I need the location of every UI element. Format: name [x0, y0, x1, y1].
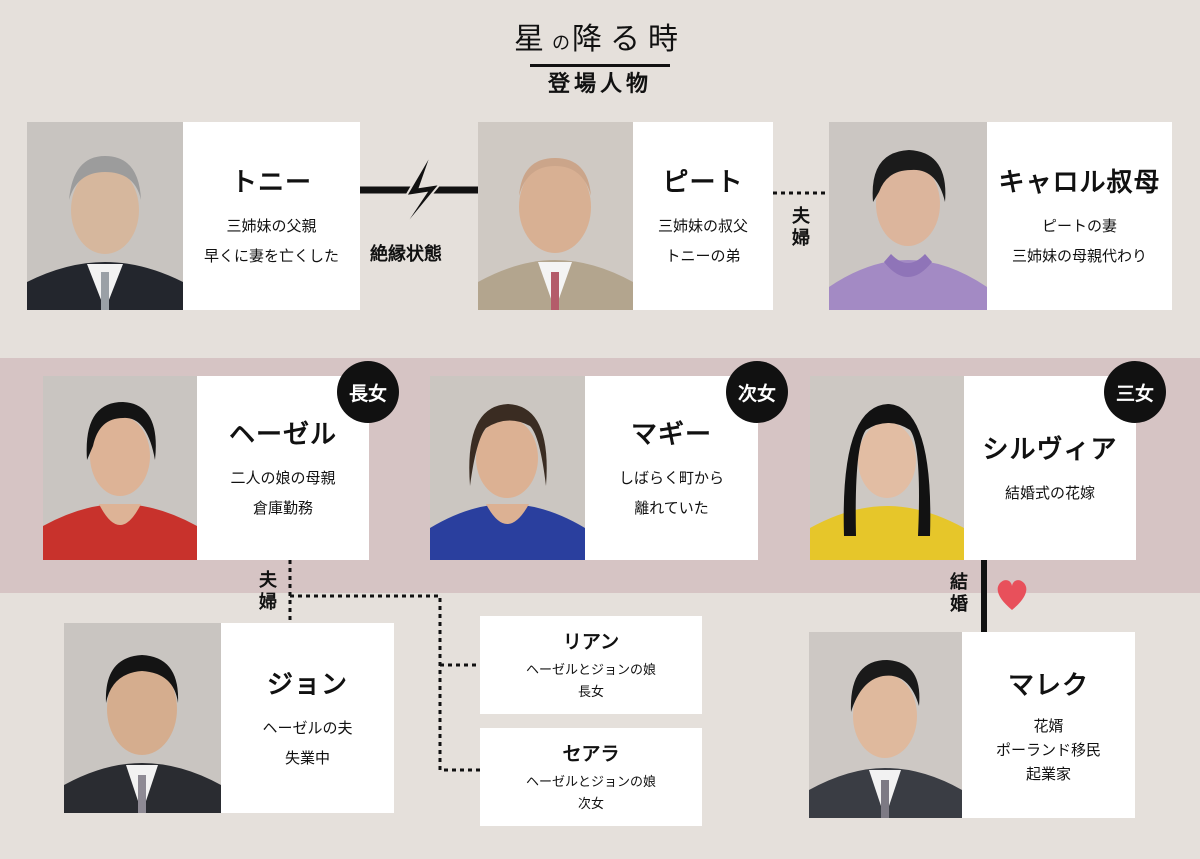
birth-order-badge: 次女	[726, 361, 788, 423]
character-name: キャロル叔母	[998, 167, 1161, 198]
estranged-label: 絶縁状態	[370, 244, 442, 265]
portrait-hazel	[43, 376, 197, 560]
character-card-hazel[interactable]: ヘーゼル 二人の娘の母親 倉庫勤務 長女	[43, 361, 399, 560]
birth-order-badge: 三女	[1104, 361, 1166, 423]
logo-title: 星の降る時	[514, 22, 686, 57]
character-name: マレク	[1007, 670, 1089, 701]
character-name: セアラ	[562, 742, 620, 765]
portrait-marek	[809, 632, 962, 818]
header: 星の降る時 登場人物	[0, 20, 1200, 101]
portrait-tony	[27, 122, 183, 310]
info-hazel: ヘーゼル 二人の娘の母親 倉庫勤務	[197, 376, 369, 560]
info-pete: ピート 三姉妹の叔父 トニーの弟	[633, 122, 773, 310]
info-sylvia: シルヴィア 結婚式の花嫁	[964, 376, 1136, 560]
lightning-bolt-icon	[397, 149, 443, 236]
children-line	[290, 594, 480, 772]
heart-icon	[997, 580, 1027, 610]
portrait-john	[64, 623, 221, 813]
info-tony: トニー 三姉妹の父親 早くに妻を亡くした	[183, 122, 360, 310]
marriage-label: 結婚	[950, 572, 968, 615]
character-card-tony[interactable]: トニー 三姉妹の父親 早くに妻を亡くした	[27, 122, 360, 310]
character-card-sylvia[interactable]: シルヴィア 結婚式の花嫁 三女	[810, 361, 1166, 560]
character-card-rian[interactable]: リアン ヘーゼルとジョンの娘 長女	[480, 616, 702, 714]
info-marek: マレク 花婿 ポーランド移民 起業家	[962, 632, 1135, 818]
couple-label-pete-carol: 夫婦	[792, 206, 810, 249]
info-maggie: マギー しばらく町から 離れていた	[585, 376, 758, 560]
birth-order-badge: 長女	[337, 361, 399, 423]
character-card-pete[interactable]: ピート 三姉妹の叔父 トニーの弟	[478, 122, 773, 310]
page-subtitle: 登場人物	[547, 72, 652, 97]
character-name: トニー	[230, 167, 312, 198]
character-name: シルヴィア	[982, 434, 1118, 465]
character-name: ジョン	[266, 669, 348, 700]
character-name: リアン	[562, 630, 620, 653]
portrait-sylvia	[810, 376, 964, 560]
character-card-marek[interactable]: マレク 花婿 ポーランド移民 起業家	[809, 632, 1135, 818]
character-name: ピート	[662, 167, 744, 198]
couple-label-hazel-john: 夫婦	[259, 570, 277, 613]
info-john: ジョン ヘーゼルの夫 失業中	[221, 623, 394, 813]
logo-underline	[530, 64, 670, 67]
character-card-john[interactable]: ジョン ヘーゼルの夫 失業中	[64, 623, 394, 813]
character-name: マギー	[630, 419, 712, 450]
info-carol: キャロル叔母 ピートの妻 三姉妹の母親代わり	[987, 122, 1172, 310]
portrait-maggie	[430, 376, 585, 560]
portrait-carol	[829, 122, 987, 310]
character-name: ヘーゼル	[228, 419, 337, 450]
character-card-carol[interactable]: キャロル叔母 ピートの妻 三姉妹の母親代わり	[829, 122, 1172, 310]
character-card-seara[interactable]: セアラ ヘーゼルとジョンの娘 次女	[480, 728, 702, 826]
portrait-pete	[478, 122, 633, 310]
character-card-maggie[interactable]: マギー しばらく町から 離れていた 次女	[430, 361, 788, 560]
